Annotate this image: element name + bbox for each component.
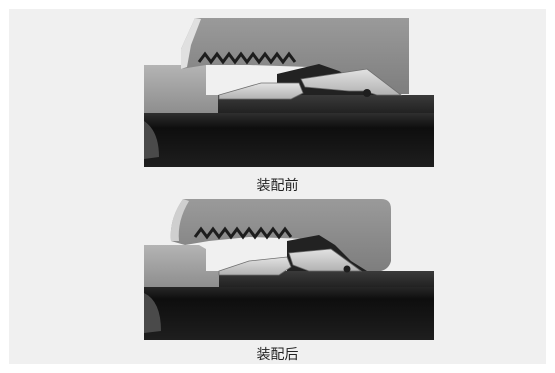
fitting-body-before xyxy=(144,65,218,113)
thread-before xyxy=(197,51,297,65)
tube-end-highlight-after xyxy=(144,293,161,333)
nut-chamfer-before xyxy=(181,18,201,69)
caption-after-assembly: 装配后 xyxy=(256,347,299,363)
fitting-body-after xyxy=(144,245,219,287)
caption-before-assembly: 装配前 xyxy=(256,178,299,194)
front-ferrule-after xyxy=(218,256,292,276)
before-assembly-illustration xyxy=(144,18,434,167)
ferrule-groove-after xyxy=(343,265,351,273)
back-ferrule-after xyxy=(288,248,363,272)
tube-shell-before xyxy=(206,95,434,113)
after-assembly-illustration xyxy=(144,199,434,340)
fitting-cross-section-diagram xyxy=(144,18,434,340)
thread-after xyxy=(193,226,293,240)
front-ferrule-before xyxy=(218,82,304,100)
tube-end-highlight-before xyxy=(144,121,159,159)
fitting-illustration-panel: 装配前 装配后 xyxy=(9,9,546,364)
ferrule-groove-before xyxy=(363,89,371,97)
tube-after xyxy=(144,277,434,340)
tube-before xyxy=(144,107,434,167)
nut-chamfer-after xyxy=(170,199,189,241)
